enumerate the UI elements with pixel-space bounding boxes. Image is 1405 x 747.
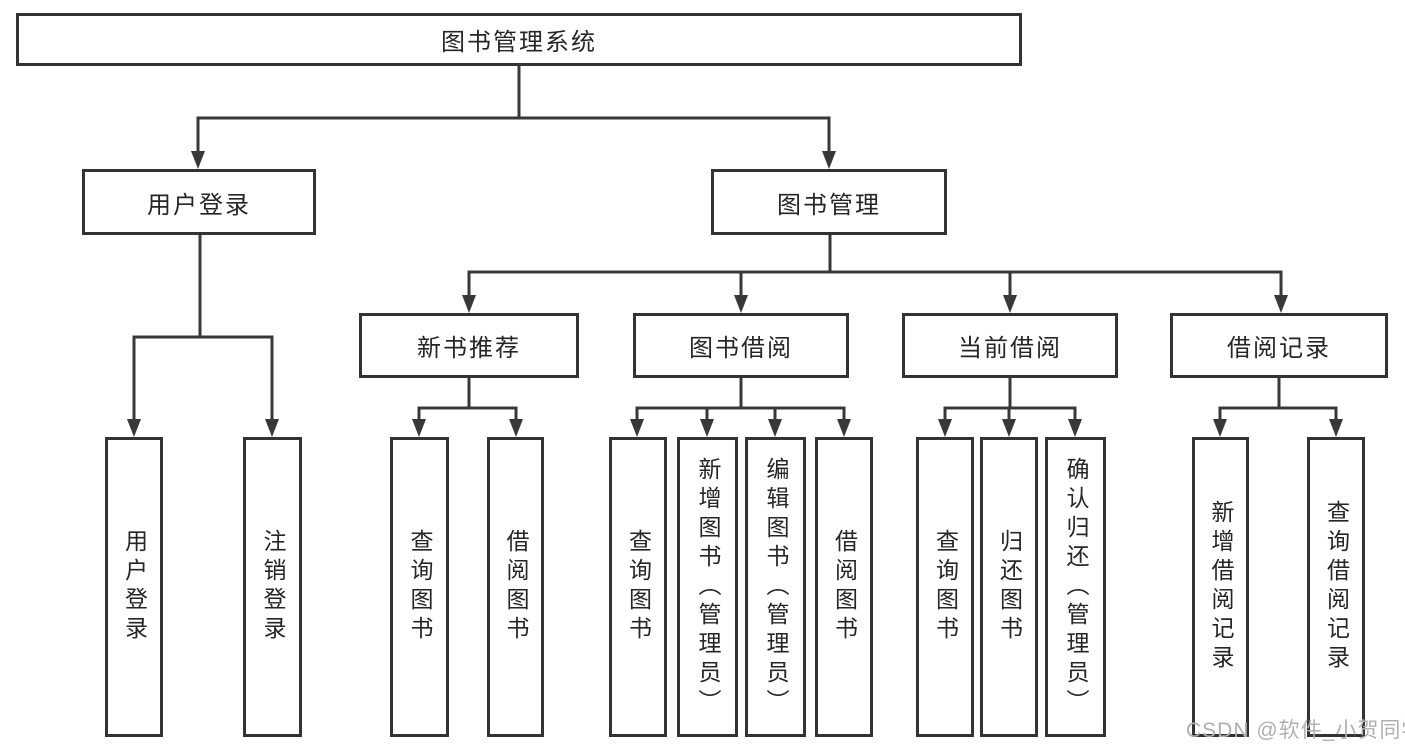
node-book-borrow-label: 图书借阅 bbox=[689, 335, 793, 362]
leaf-borrow-query-books: 查询图书 bbox=[609, 437, 667, 737]
leaf-logout: 注销登录 bbox=[243, 437, 302, 737]
leaf-current-return-books-label: 归还图书 bbox=[996, 529, 1023, 645]
connector-recommend-to-leaves bbox=[417, 376, 518, 422]
node-borrow-records: 借阅记录 bbox=[1170, 313, 1388, 378]
leaf-records-query-record: 查询借阅记录 bbox=[1307, 437, 1365, 737]
leaf-borrow-borrow-books: 借阅图书 bbox=[815, 437, 873, 737]
node-user-login: 用户登录 bbox=[82, 169, 316, 235]
leaf-borrow-borrow-books-label: 借阅图书 bbox=[831, 529, 858, 645]
connector-books-to-sections bbox=[467, 233, 1283, 298]
node-current-borrow-label: 当前借阅 bbox=[958, 335, 1062, 362]
leaf-borrow-edit-books-admin-label: 编辑图书（管理员） bbox=[763, 456, 789, 718]
leaf-records-query-record-label: 查询借阅记录 bbox=[1323, 500, 1350, 674]
leaf-borrow-query-books-label: 查询图书 bbox=[625, 529, 652, 645]
leaf-user-login: 用户登录 bbox=[105, 437, 163, 737]
node-new-book-recommend-label: 新书推荐 bbox=[417, 335, 521, 362]
node-new-book-recommend: 新书推荐 bbox=[359, 313, 579, 378]
leaf-current-confirm-return-admin: 确认归还（管理员） bbox=[1045, 437, 1106, 737]
leaf-user-login-label: 用户登录 bbox=[121, 529, 148, 645]
node-book-management: 图书管理 bbox=[711, 169, 947, 235]
leaf-borrow-edit-books-admin: 编辑图书（管理员） bbox=[745, 437, 806, 737]
leaf-current-confirm-return-admin-label: 确认归还（管理员） bbox=[1063, 456, 1089, 718]
node-borrow-records-label: 借阅记录 bbox=[1227, 335, 1331, 362]
leaf-recommend-borrow-books-label: 借阅图书 bbox=[503, 529, 529, 645]
node-root: 图书管理系统 bbox=[16, 13, 1022, 66]
leaf-current-query-books: 查询图书 bbox=[916, 437, 974, 737]
connector-root-to-level2 bbox=[196, 64, 831, 154]
leaf-recommend-query-books-label: 查询图书 bbox=[407, 529, 433, 645]
node-book-management-label: 图书管理 bbox=[777, 191, 881, 219]
leaf-borrow-add-books-admin: 新增图书（管理员） bbox=[677, 437, 738, 737]
leaf-recommend-borrow-books: 借阅图书 bbox=[487, 437, 544, 737]
connector-user-to-leaves bbox=[132, 233, 274, 422]
leaf-current-query-books-label: 查询图书 bbox=[932, 529, 959, 645]
csdn-watermark: CSDN @软件_小贺同学 bbox=[1186, 719, 1405, 742]
leaf-records-add-record-label: 新增借阅记录 bbox=[1208, 500, 1234, 674]
leaf-records-add-record: 新增借阅记录 bbox=[1192, 437, 1249, 737]
connector-current-to-leaves bbox=[943, 376, 1077, 422]
node-root-label: 图书管理系统 bbox=[441, 29, 597, 56]
leaf-borrow-add-books-admin-label: 新增图书（管理员） bbox=[695, 456, 721, 718]
leaf-logout-label: 注销登录 bbox=[260, 529, 286, 645]
node-user-login-label: 用户登录 bbox=[147, 191, 251, 219]
connector-records-to-leaves bbox=[1218, 376, 1338, 422]
connector-borrow-to-leaves bbox=[635, 376, 846, 422]
arrowheads bbox=[127, 151, 1343, 437]
node-current-borrow: 当前借阅 bbox=[902, 313, 1118, 378]
node-book-borrow: 图书借阅 bbox=[633, 313, 849, 378]
leaf-current-return-books: 归还图书 bbox=[980, 437, 1038, 737]
leaf-recommend-query-books: 查询图书 bbox=[390, 437, 449, 737]
